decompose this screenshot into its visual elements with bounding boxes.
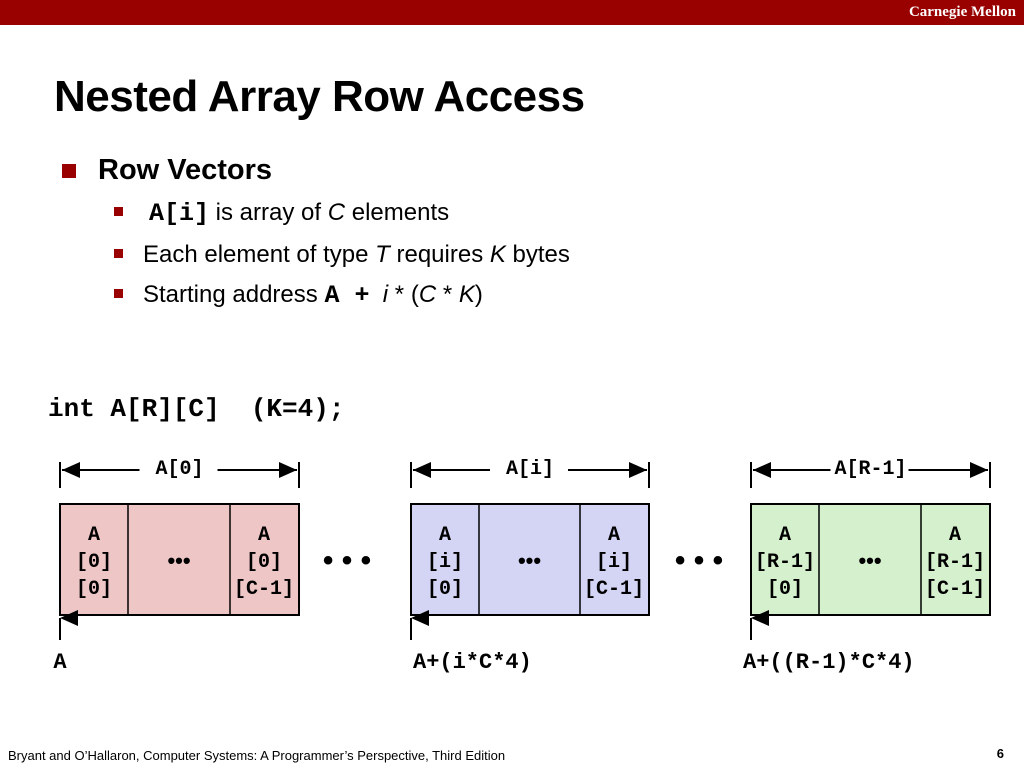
cell-first-line: [0]	[76, 551, 112, 574]
cell-last-line: [C-1]	[584, 578, 644, 601]
code-a-i: A[i]	[149, 199, 210, 228]
cell-last-line: [R-1]	[925, 551, 985, 574]
row-groups: A[0]A[0][0]A[0][C-1]•••AA[i]A[i][0]A[i][…	[53, 458, 991, 675]
row-group-1: A[i]A[i][0]A[i][C-1]•••A+(i*C*4)	[410, 458, 650, 675]
row-box	[410, 503, 650, 616]
cell-ellipsis: •••	[858, 548, 881, 573]
cell-first-line: [0]	[427, 578, 463, 601]
address-label: A+((R-1)*C*4)	[743, 650, 915, 675]
cell-last-line: A	[608, 524, 620, 547]
sub-bullet-1: A[i] is array of C elements	[143, 199, 449, 228]
row-group-2: A[R-1]A[R-1][0]A[R-1][C-1]•••A+((R-1)*C*…	[743, 458, 991, 675]
cell-first-line: A	[779, 524, 791, 547]
row-label: A[R-1]	[834, 458, 906, 481]
italic-part: C	[418, 281, 437, 308]
sub-bullet-square-icon	[114, 289, 123, 298]
address-label: A	[53, 650, 67, 675]
cell-first-line: [0]	[767, 578, 803, 601]
sub-bullet-2: Each element of type T requires K bytes	[143, 241, 570, 269]
cell-last-line: [0]	[246, 551, 282, 574]
row-box	[59, 503, 300, 616]
bullet-square-icon	[62, 164, 76, 178]
sub-bullet-3: Starting address A + i * (C * K)	[143, 281, 483, 310]
address-label: A+(i*C*4)	[413, 650, 532, 675]
text-part: bytes	[505, 241, 570, 268]
cell-first-line: A	[88, 524, 100, 547]
between-ellipsis-1: • • •	[323, 544, 371, 577]
text-part: * (	[388, 281, 419, 308]
cell-last-line: [C-1]	[925, 578, 985, 601]
cell-last-line: [i]	[596, 551, 632, 574]
between-ellipsis-2: • • •	[675, 544, 723, 577]
cell-last-line: [C-1]	[234, 578, 294, 601]
slide-title: Nested Array Row Access	[54, 72, 585, 121]
cell-last-line: A	[949, 524, 961, 547]
cell-first-line: A	[439, 524, 451, 547]
footer-citation: Bryant and O’Hallaron, Computer Systems:…	[8, 748, 506, 763]
italic-part: T	[375, 241, 390, 268]
row-label: A[0]	[155, 458, 203, 481]
cell-first-line: [0]	[76, 578, 112, 601]
text-part: is array of	[209, 199, 328, 226]
text-part: elements	[345, 199, 450, 226]
brand-label: Carnegie Mellon	[908, 4, 1016, 20]
text-part: Each element of type	[143, 241, 376, 268]
row-box	[750, 503, 991, 616]
italic-part: K	[489, 241, 506, 268]
array-declaration: int A[R][C] (K=4);	[48, 394, 345, 424]
italic-part: C	[327, 199, 346, 226]
page-number: 6	[996, 746, 1004, 761]
cell-first-line: [R-1]	[755, 551, 815, 574]
cell-last-line: A	[258, 524, 270, 547]
text-part: Starting address	[143, 281, 325, 308]
text-part: )	[474, 281, 483, 308]
text-part: requires	[389, 241, 490, 268]
italic-part: K	[458, 281, 475, 308]
header-bar: Carnegie Mellon	[0, 0, 1024, 25]
row-label: A[i]	[506, 458, 554, 481]
cell-first-line: [i]	[427, 551, 463, 574]
bullet-row-vectors: Row Vectors	[98, 154, 273, 186]
sub-bullet-square-icon	[114, 207, 123, 216]
row-group-0: A[0]A[0][0]A[0][C-1]•••A	[53, 458, 300, 675]
text-part: *	[436, 281, 459, 308]
cell-ellipsis: •••	[518, 548, 541, 573]
cell-ellipsis: •••	[167, 548, 190, 573]
italic-part: i	[382, 281, 389, 308]
sub-bullet-square-icon	[114, 249, 123, 258]
code-a-plus: A +	[324, 281, 370, 310]
